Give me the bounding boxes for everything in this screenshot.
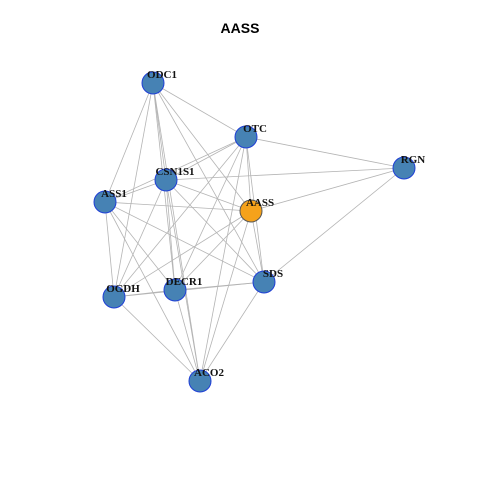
node-label-decr1: DECR1 [166,276,203,288]
edge-otc-decr1 [174,136,247,291]
edge-aass-ogdh [113,210,252,298]
edge-sds-aco2 [199,281,265,382]
node-circle-aco2 [188,369,212,393]
node-circle-sds [252,270,276,294]
edge-odc1-ogdh [113,82,154,298]
node-circle-otc [234,125,258,149]
edge-otc-ogdh [113,136,247,298]
edge-csn1s1-sds [165,179,265,283]
edge-aass-decr1 [174,210,252,291]
edge-ogdh-aco2 [113,296,201,382]
node-circle-aass [239,199,263,223]
edge-layer [104,82,405,382]
node-label-rgn: RGN [401,154,426,166]
node-label-odc1: ODC1 [147,69,177,81]
edge-odc1-otc [152,82,247,138]
edge-ass1-decr1 [104,201,176,291]
node-label-ass1: ASS1 [101,188,127,200]
edge-csn1s1-aco2 [165,179,201,382]
edge-otc-csn1s1 [165,136,247,181]
node-circle-csn1s1 [154,168,178,192]
edge-rgn-csn1s1 [165,167,405,181]
edge-ass1-sds [104,201,265,283]
edge-otc-aass [245,136,252,212]
edge-ass1-aco2 [104,201,201,382]
node-csn1s1: CSN1S1 [154,166,195,192]
edge-rgn-sds [263,167,405,283]
graph-title: AASS [220,20,260,36]
node-circle-ogdh [102,285,126,309]
node-label-ogdh: OGDH [106,283,140,295]
node-label-sds: SDS [263,268,283,280]
node-ass1: ASS1 [93,188,127,214]
node-decr1: DECR1 [163,276,203,302]
edge-odc1-ass1 [104,82,154,203]
node-label-aco2: ACO2 [194,367,224,379]
node-label-otc: OTC [243,123,267,135]
edge-decr1-sds [174,281,265,291]
node-otc: OTC [234,123,267,149]
edge-csn1s1-ogdh [113,179,167,298]
edge-otc-aco2 [199,136,247,382]
edge-aass-sds [250,210,265,283]
node-circle-odc1 [141,71,165,95]
node-aass: AASS [239,197,274,223]
node-aco2: ACO2 [188,367,224,393]
node-rgn: RGN [392,154,426,180]
edge-odc1-aass [152,82,252,212]
edge-aass-aco2 [199,210,252,382]
edge-csn1s1-aass [165,179,252,212]
edge-otc-rgn [245,136,405,169]
edge-rgn-aass [250,167,405,212]
edge-odc1-aco2 [152,82,201,382]
edge-ass1-ogdh [104,201,115,298]
node-label-aass: AASS [246,197,274,209]
node-sds: SDS [252,268,283,294]
node-circle-rgn [392,156,416,180]
edge-otc-ass1 [104,136,247,203]
node-circle-ass1 [93,190,117,214]
edge-ass1-aass [104,201,252,212]
node-label-csn1s1: CSN1S1 [155,166,194,178]
node-ogdh: OGDH [102,283,140,309]
node-odc1: ODC1 [141,69,177,95]
edge-decr1-aco2 [174,289,201,382]
node-circle-decr1 [163,278,187,302]
